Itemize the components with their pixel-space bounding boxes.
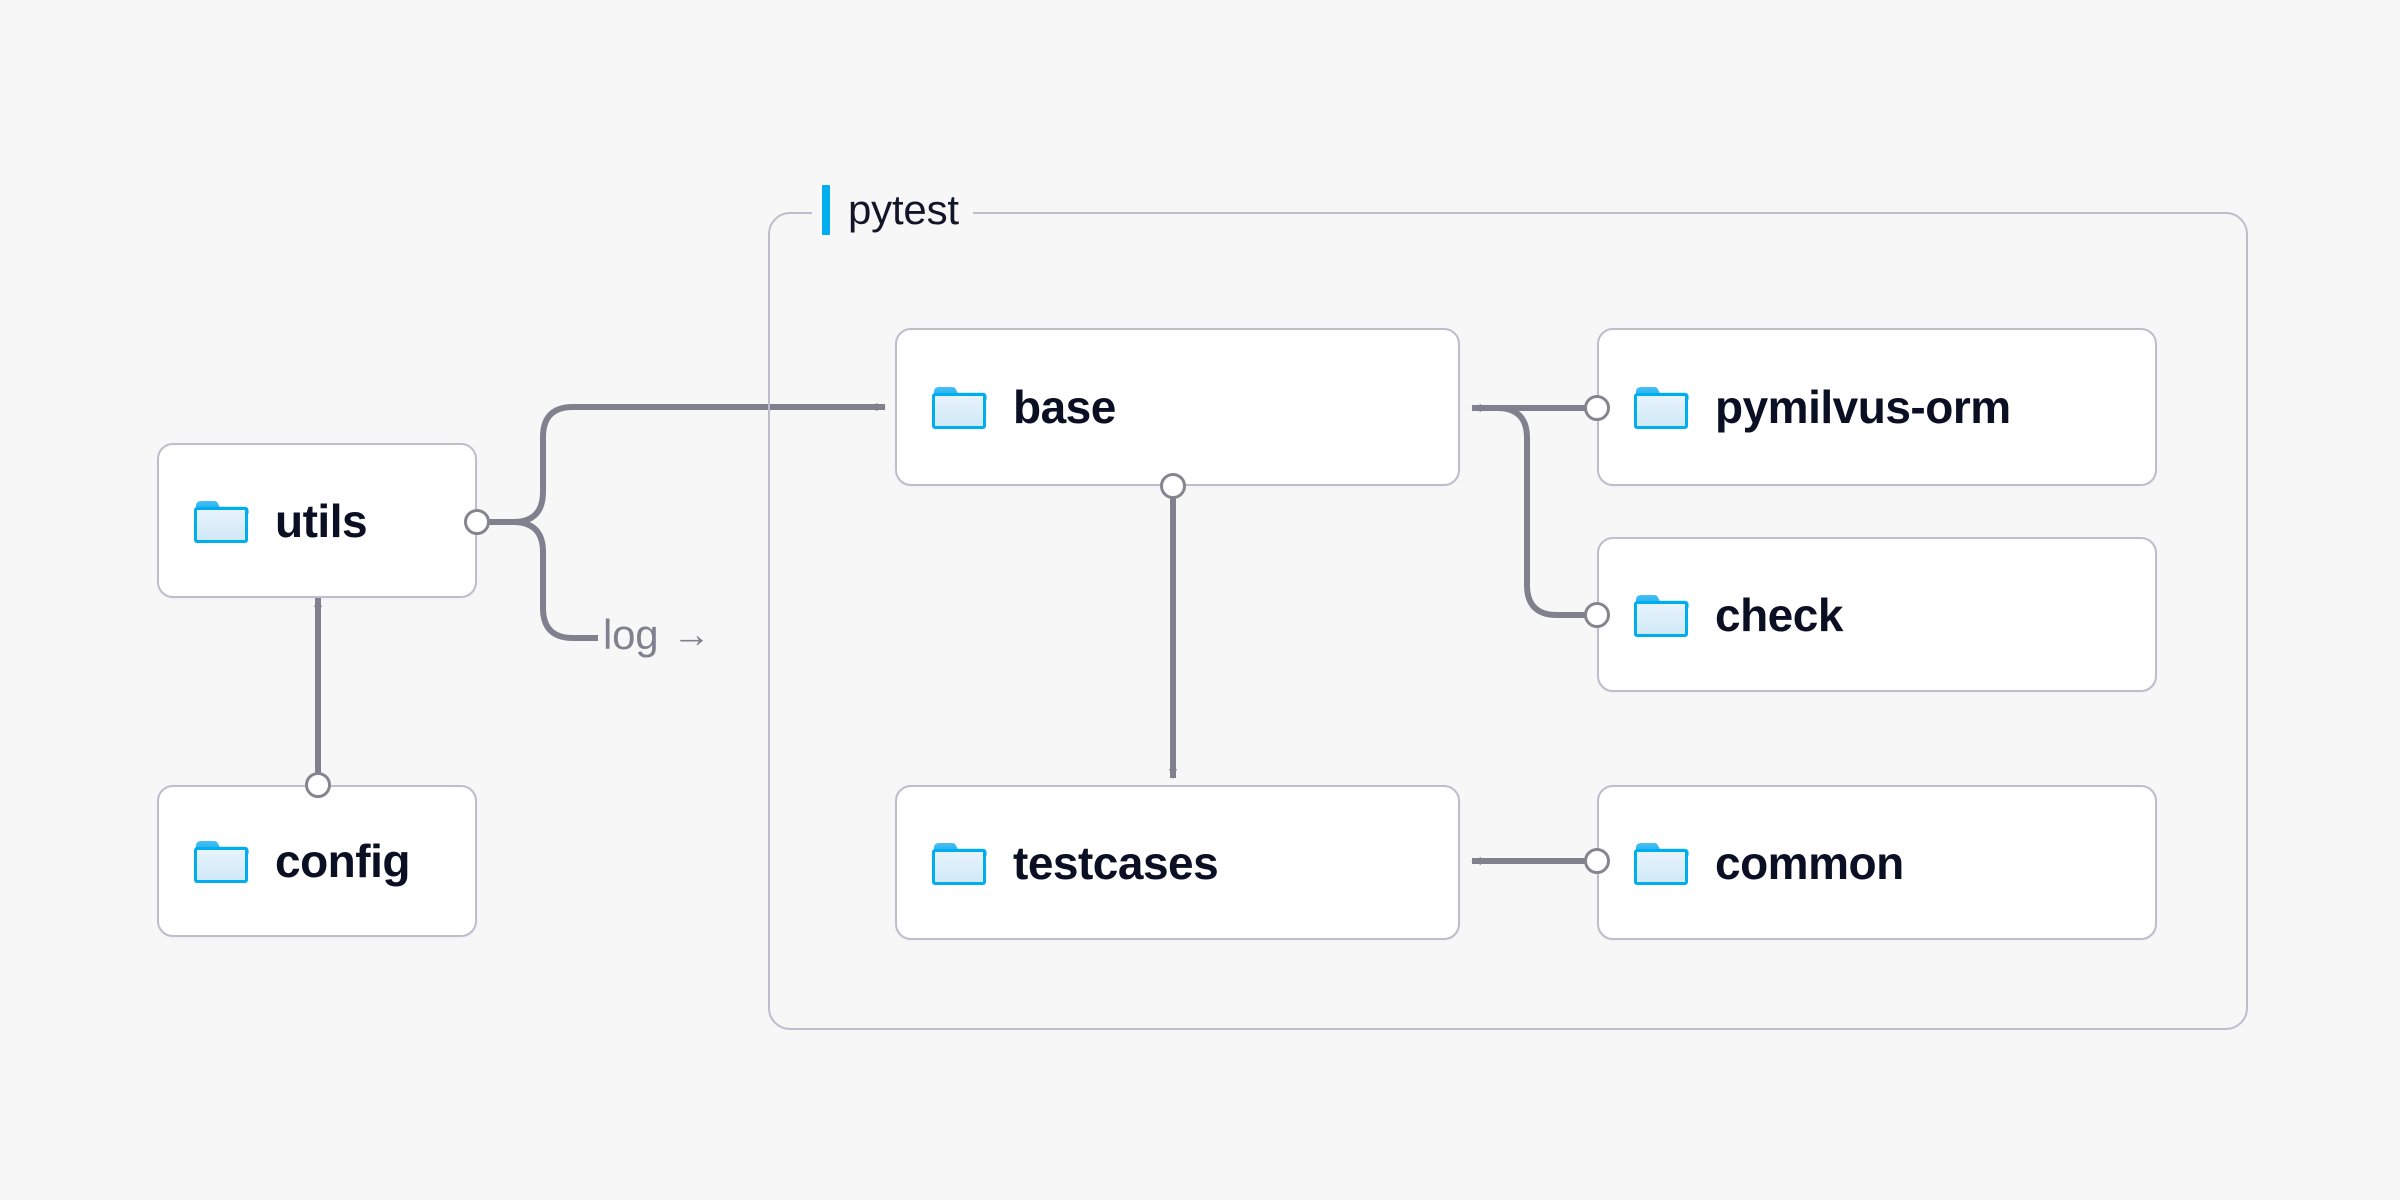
port-common-left[interactable] <box>1584 848 1610 874</box>
node-utils-label: utils <box>275 494 368 547</box>
node-base-label: base <box>1013 381 1116 433</box>
node-check-label: check <box>1715 588 1843 641</box>
folder-icon <box>193 497 249 545</box>
folder-icon <box>931 839 987 887</box>
group-pytest-label-text: pytest <box>848 186 959 233</box>
folder-icon <box>1633 383 1689 431</box>
group-pytest[interactable] <box>768 212 2248 1030</box>
port-config-top[interactable] <box>305 772 331 798</box>
node-common-label: common <box>1715 836 1904 889</box>
port-check-left[interactable] <box>1584 602 1610 628</box>
node-config-label: config <box>275 835 410 887</box>
port-utils-right[interactable] <box>464 509 490 535</box>
node-common[interactable]: common <box>1597 785 2157 940</box>
edge-label-log: log → <box>603 614 710 656</box>
port-pymilvus-orm-left[interactable] <box>1584 395 1610 421</box>
node-testcases-label: testcases <box>1013 836 1219 889</box>
folder-icon <box>193 837 249 885</box>
node-check[interactable]: check <box>1597 537 2157 692</box>
group-pytest-label: pytest <box>812 183 973 237</box>
group-accent-bar <box>822 185 830 235</box>
edge-utils-to-log <box>477 519 598 641</box>
node-pymilvus-orm-label: pymilvus-orm <box>1715 381 2011 433</box>
folder-icon <box>931 383 987 431</box>
node-config[interactable]: config <box>157 785 477 937</box>
edge-label-log-text: log <box>603 611 659 658</box>
folder-icon <box>1633 839 1689 887</box>
arrow-right-icon: → <box>672 614 711 656</box>
node-pymilvus-orm[interactable]: pymilvus-orm <box>1597 328 2157 486</box>
node-base[interactable]: base <box>895 328 1460 486</box>
port-base-bottom[interactable] <box>1160 473 1186 499</box>
folder-icon <box>1633 591 1689 639</box>
node-testcases[interactable]: testcases <box>895 785 1460 940</box>
node-utils[interactable]: utils <box>157 443 477 598</box>
